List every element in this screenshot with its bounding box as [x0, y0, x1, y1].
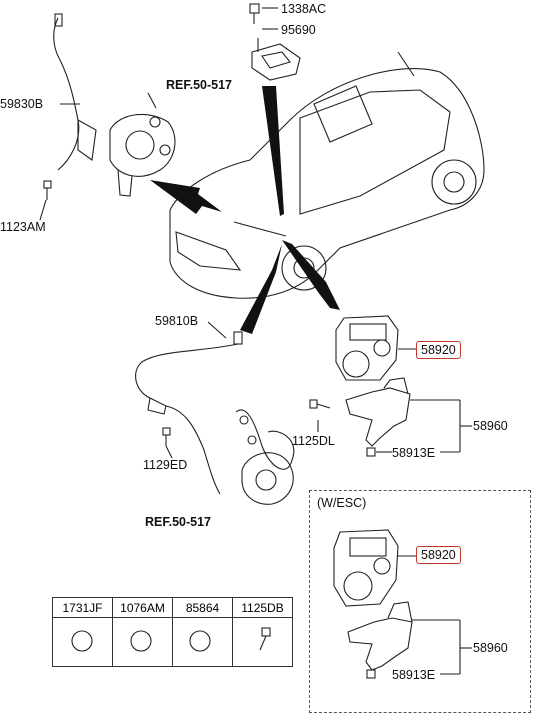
yaw-sensor-95690-icon	[251, 38, 301, 81]
bolt-1338ac-icon	[249, 3, 260, 24]
arrow-to-abs-icon	[282, 240, 340, 310]
bolt-1123am-icon	[43, 180, 52, 200]
label-58913e: 58913E	[392, 446, 436, 460]
esc-label-58960: 58960	[473, 641, 508, 655]
hardware-table: 1731JF 1076AM 85864 1125DB	[52, 597, 293, 667]
table-image-cell	[112, 617, 173, 667]
label-59830b: 59830B	[0, 97, 44, 111]
rear-wheel-sensor-59810b-icon	[135, 331, 295, 505]
abs-hydraulic-unit-58920-icon	[335, 315, 399, 381]
label-1123am: 1123AM	[0, 220, 46, 234]
table-header-cell: 1076AM	[112, 597, 173, 618]
table-image-cell	[232, 617, 293, 667]
bolt-1125dl-icon	[309, 399, 331, 409]
vehicle-outline-icon	[169, 51, 485, 299]
arrow-to-sensor-icon	[262, 86, 284, 216]
arrow-to-rear-wheel-icon	[240, 244, 282, 334]
table-header-cell: 1731JF	[52, 597, 113, 618]
front-wheel-sensor-59830b-icon	[53, 13, 176, 197]
table-image-cell	[52, 617, 113, 667]
esc-bracket-58960-icon	[347, 601, 413, 671]
arrow-to-front-wheel-icon	[150, 180, 222, 214]
esc-label-58920-highlight: 58920	[416, 546, 461, 564]
label-1125dl: 1125DL	[292, 434, 335, 448]
esc-hydraulic-unit-58920-icon	[333, 529, 399, 607]
label-58920-highlight: 58920	[416, 341, 461, 359]
ref-bottom: REF.50-517	[145, 515, 212, 529]
ref-top: REF.50-517	[166, 78, 233, 92]
esc-title: (W/ESC)	[317, 496, 367, 510]
table-header-cell: 1125DB	[232, 597, 293, 618]
esc-label-58913e: 58913E	[392, 668, 436, 682]
table-header-cell: 85864	[172, 597, 233, 618]
label-1129ed: 1129ED	[143, 458, 188, 472]
label-59810b: 59810B	[155, 314, 199, 328]
table-image-cell	[172, 617, 233, 667]
label-1338ac: 1338AC	[281, 2, 327, 16]
label-95690: 95690	[281, 23, 316, 37]
label-58960: 58960	[473, 419, 508, 433]
esc-variant-box	[309, 490, 531, 713]
esc-nut-58913e-icon	[366, 669, 376, 679]
bolt-1129ed-icon	[162, 427, 171, 446]
nut-58913e-icon	[366, 447, 376, 457]
bracket-58960-icon	[345, 377, 411, 447]
